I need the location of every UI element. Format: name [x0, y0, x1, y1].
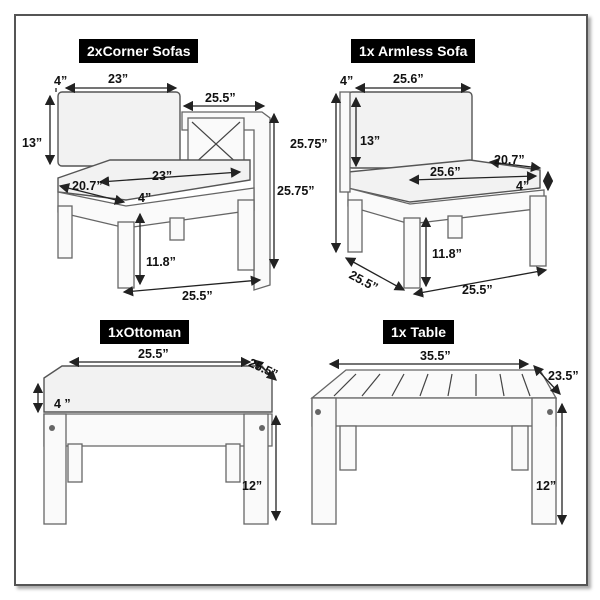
- corner-dim-total-height: 25.75”: [277, 184, 315, 198]
- corner-sofa-drawing: [57, 91, 271, 291]
- armless-dim-total-height: 25.75”: [290, 137, 328, 151]
- armless-dim-seat-depth: 20.7”: [494, 153, 525, 167]
- table-title: 1x Table: [383, 320, 454, 344]
- corner-dimension-lines: [44, 82, 280, 297]
- corner-dim-back-width: 23”: [108, 72, 128, 86]
- ottoman-dim-width: 25.5”: [138, 347, 169, 361]
- ottoman-drawing: [43, 365, 273, 525]
- table-drawing: [310, 369, 558, 525]
- armless-dimension-lines: [330, 82, 554, 298]
- armless-dim-seat-width: 25.6”: [430, 165, 461, 179]
- ottoman-dimension-lines: [32, 356, 282, 522]
- ottoman-dim-height: 12”: [242, 479, 262, 493]
- corner-dim-total-width: 25.5”: [182, 289, 213, 303]
- corner-dim-arm-depth: 25.5”: [205, 91, 236, 105]
- armless-dim-seat-thickness: 4”: [516, 179, 529, 193]
- table-dim-height: 12”: [536, 479, 556, 493]
- armless-dim-back-height: 13”: [360, 134, 380, 148]
- table-dimension-lines: [328, 358, 568, 526]
- armless-dim-seat-height: 11.8”: [432, 247, 462, 261]
- corner-dim-seat-width: 23”: [152, 169, 172, 183]
- armless-sofa-title: 1x Armless Sofa: [351, 39, 476, 63]
- armless-dim-back-width: 25.6”: [393, 72, 424, 86]
- corner-dim-back-height: 13”: [22, 136, 42, 150]
- corner-sofas-title: 2xCorner Sofas: [79, 39, 199, 63]
- table-dim-depth: 23.5”: [548, 369, 579, 383]
- armless-dim-back-thickness: 4”: [340, 74, 353, 88]
- armless-dim-depth: 25.5”: [347, 268, 381, 295]
- corner-dim-seat-height: 11.8”: [146, 255, 176, 269]
- corner-dim-seat-thickness: 4”: [138, 191, 151, 205]
- corner-dim-seat-depth: 20.7”: [72, 179, 103, 193]
- ottoman-title: 1xOttoman: [100, 320, 190, 344]
- armless-sofa-drawing: [339, 91, 547, 289]
- ottoman-dim-cushion-thickness: 4 ”: [54, 397, 71, 411]
- corner-dim-back-thickness: 4”: [54, 74, 67, 88]
- armless-dim-width: 25.5”: [462, 283, 493, 297]
- table-dim-width: 35.5”: [420, 349, 451, 363]
